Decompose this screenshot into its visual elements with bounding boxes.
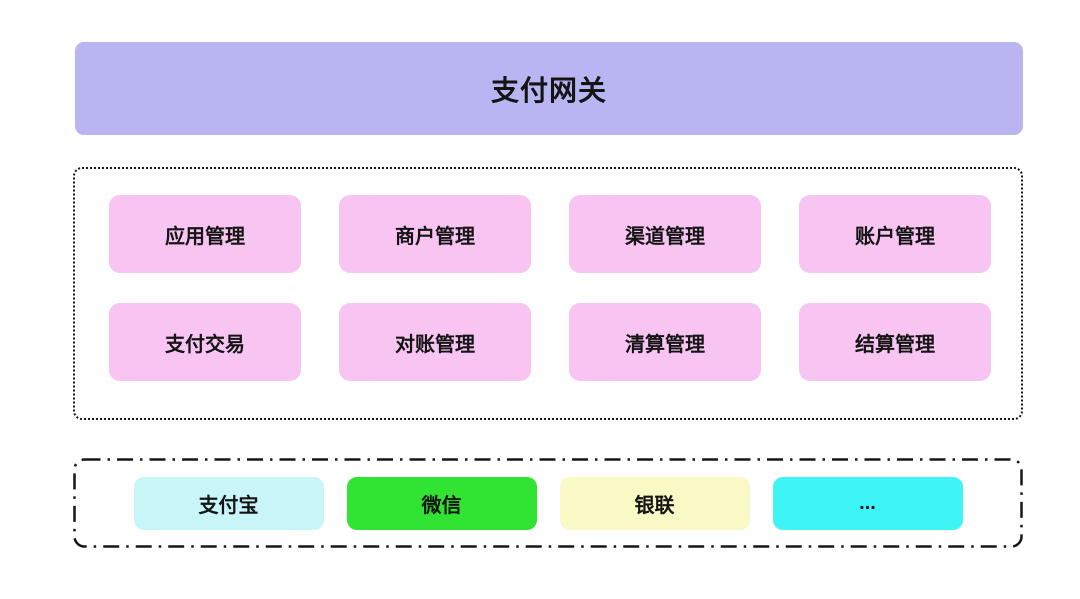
module-box-account-management: 账户管理 [799,195,991,273]
channel-box-wechat: 微信 [346,477,537,530]
gateway-title: 支付网关 [490,74,607,106]
modules-container: 应用管理 商户管理 渠道管理 账户管理 支付交易 对账管理 清算管理 结算管理 [73,167,1023,420]
module-box-channel-management: 渠道管理 [569,195,761,273]
dash-dot-border [73,458,1023,548]
module-box-reconciliation-management: 对账管理 [339,303,531,381]
gateway-banner: 支付网关 [75,42,1023,135]
module-box-app-management: 应用管理 [109,195,301,273]
module-box-settlement-management: 结算管理 [799,303,991,381]
module-box-merchant-management: 商户管理 [339,195,531,273]
channels-row: 支付宝 微信 银联 ... [73,477,1023,530]
module-box-clearing-management: 清算管理 [569,303,761,381]
channel-box-alipay: 支付宝 [133,477,324,530]
channel-box-other-ellipsis: ... [772,477,963,530]
modules-grid: 应用管理 商户管理 渠道管理 账户管理 支付交易 对账管理 清算管理 结算管理 [109,195,991,381]
channels-container: 支付宝 微信 银联 ... [73,458,1023,548]
channel-box-unionpay: 银联 [559,477,750,530]
module-box-payment-transaction: 支付交易 [109,303,301,381]
